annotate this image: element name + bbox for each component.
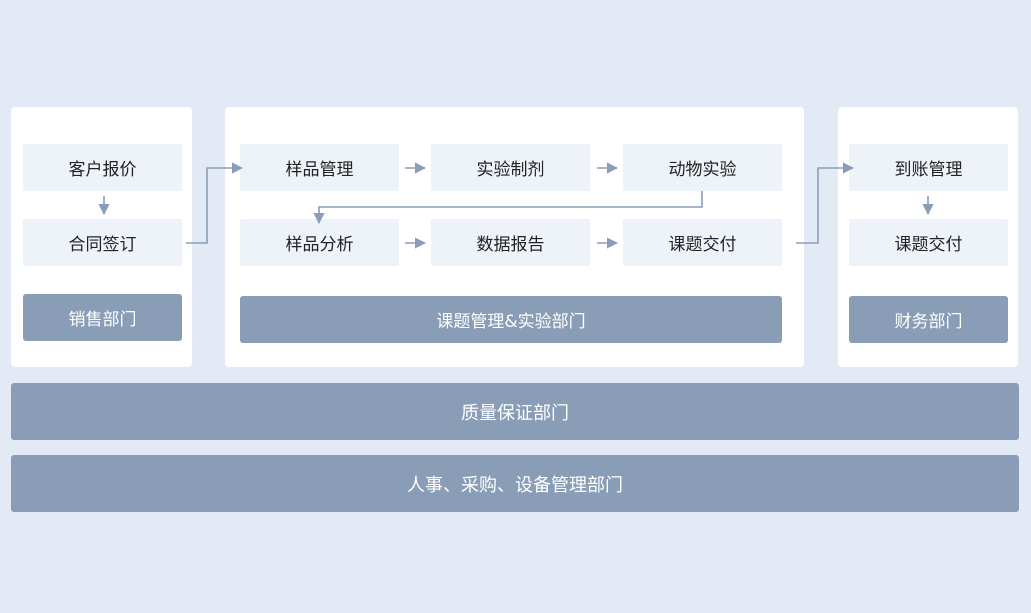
step-project-delivery-finance[interactable]: 课题交付 [849, 219, 1008, 266]
quality-assurance-band[interactable]: 质量保证部门 [11, 383, 1019, 440]
step-test-formulation[interactable]: 实验制剂 [431, 144, 590, 191]
step-contract-signing[interactable]: 合同签订 [23, 219, 182, 266]
step-data-report[interactable]: 数据报告 [431, 219, 590, 266]
step-sample-management[interactable]: 样品管理 [240, 144, 399, 191]
arrow-delivery-to-payment [796, 162, 855, 244]
step-sample-analysis[interactable]: 样品分析 [240, 219, 399, 266]
finance-department[interactable]: 财务部门 [849, 296, 1008, 343]
step-animal-experiment[interactable]: 动物实验 [623, 144, 782, 191]
sales-department[interactable]: 销售部门 [23, 294, 182, 341]
arrow-animal-to-analysis [313, 191, 703, 225]
step-payment-management[interactable]: 到账管理 [849, 144, 1008, 191]
step-customer-quote[interactable]: 客户报价 [23, 144, 182, 191]
step-project-delivery-lab[interactable]: 课题交付 [623, 219, 782, 266]
hr-procurement-equipment-band[interactable]: 人事、采购、设备管理部门 [11, 455, 1019, 512]
arrow-contract-to-sample-management [186, 162, 244, 244]
lab-department[interactable]: 课题管理&实验部门 [240, 296, 782, 343]
